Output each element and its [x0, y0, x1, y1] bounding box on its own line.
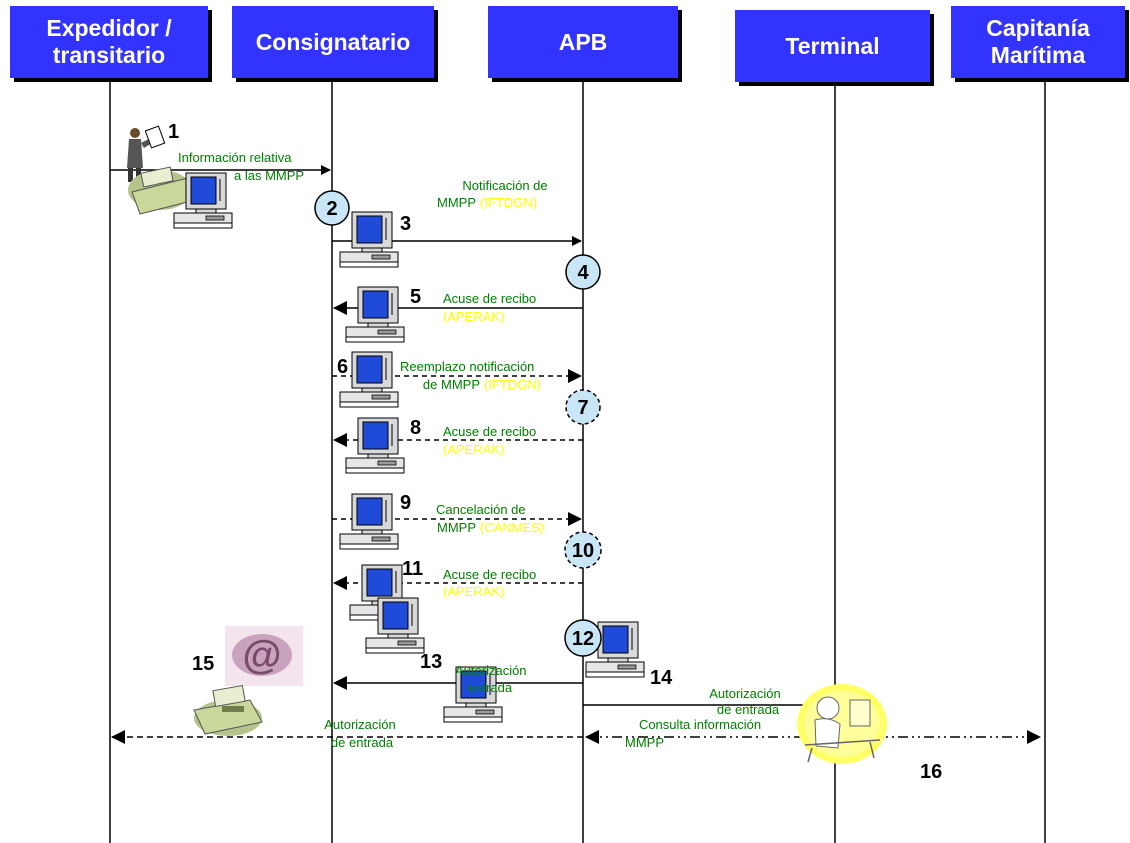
msg-3-code: (IFTDGN): [480, 195, 537, 210]
msg-9-code: (CANMES): [480, 520, 544, 535]
computer-icon-9: [339, 493, 399, 550]
msg-9-line2: MMPP: [437, 520, 476, 535]
msg-6-code: (IFTDGN): [484, 377, 541, 392]
msg-14-line1: Autorización: [709, 686, 781, 701]
step-16-number: 16: [920, 761, 942, 783]
computer-icon-3: [339, 211, 399, 268]
computer-icon-8: [345, 417, 405, 474]
actor-terminal-label: Terminal: [785, 32, 880, 59]
step-9-number: 9: [400, 492, 411, 514]
actor-expedidor: Expedidor / transitario: [10, 6, 208, 78]
actor-capitania: Capitanía Marítima: [951, 6, 1125, 78]
step-8-number: 8: [410, 417, 421, 439]
actor-expedidor-line2: transitario: [52, 42, 166, 68]
msg-1-line2: a las MMPP: [234, 168, 304, 183]
actor-terminal: Terminal: [735, 10, 930, 82]
step-7-circle: [565, 389, 601, 425]
actor-capitania-line1: Capitanía: [986, 15, 1090, 41]
actor-expedidor-line1: Expedidor /: [46, 15, 172, 41]
msg-8-line1: Acuse de recibo: [443, 424, 536, 439]
msg-11-code: (APERAK): [443, 584, 504, 599]
msg-15-line2: de entrada: [331, 735, 394, 750]
step-6-number: 6: [337, 356, 348, 378]
fax-icon-1: [128, 166, 196, 215]
msg-15-line1: Autorización: [324, 717, 396, 732]
msg-13-line1: Autorización: [455, 663, 527, 678]
step-12-number: 12: [572, 628, 594, 650]
step-1-number: 1: [168, 121, 179, 143]
msg-5-code: (APERAK): [443, 309, 504, 324]
terminal-worker-icon: [797, 684, 887, 764]
step-2-number: 2: [326, 198, 337, 220]
actor-consignatario: Consignatario: [232, 6, 434, 78]
step-3-number: 3: [400, 213, 411, 235]
person-icon: [127, 125, 166, 182]
step-11-number: 11: [402, 558, 423, 580]
computer-icon-5: [345, 286, 405, 343]
step-13-number: 13: [420, 651, 442, 673]
actor-apb: APB: [488, 6, 678, 78]
svg-text:@: @: [242, 633, 281, 677]
actor-apb-label: APB: [558, 28, 608, 55]
step-10-number: 10: [572, 540, 594, 562]
actor-consignatario-label: Consignatario: [255, 28, 411, 55]
computer-icon-6: [339, 351, 399, 408]
step-14-number: 14: [650, 667, 673, 689]
msg-6-line2: de MMPP: [423, 377, 480, 392]
step-10-circle: [564, 531, 602, 569]
msg-5-line1: Acuse de recibo: [443, 291, 536, 306]
msg-9-line1: Cancelación de: [436, 502, 526, 517]
step-12-circle: [564, 619, 602, 657]
step-15-number: 15: [192, 653, 214, 675]
msg-13-line2: entrada: [468, 680, 513, 695]
msg-6-line1: Reemplazo notificación: [400, 359, 534, 374]
email-at-icon: @: [225, 626, 303, 686]
step-5-number: 5: [410, 286, 421, 308]
msg-16-line1: Consulta información: [639, 717, 761, 732]
msg-14-line2: de entrada: [717, 702, 780, 717]
msg-1-line1: Información relativa: [178, 150, 292, 165]
msg-8-code: (APERAK): [443, 442, 504, 457]
msg-11-line1: Acuse de recibo: [443, 567, 536, 582]
msg-3-line1: Notificación de: [462, 178, 547, 193]
msg-3-line2: MMPP: [437, 195, 476, 210]
step-4-circle: [565, 254, 601, 290]
step-4-number: 4: [577, 262, 589, 284]
step-2-circle: [314, 190, 350, 226]
actor-capitania-line2: Marítima: [990, 42, 1086, 68]
fax-icon-15: [193, 684, 263, 736]
step-7-number: 7: [577, 397, 588, 419]
msg-16-line2: MMPP: [625, 735, 664, 750]
